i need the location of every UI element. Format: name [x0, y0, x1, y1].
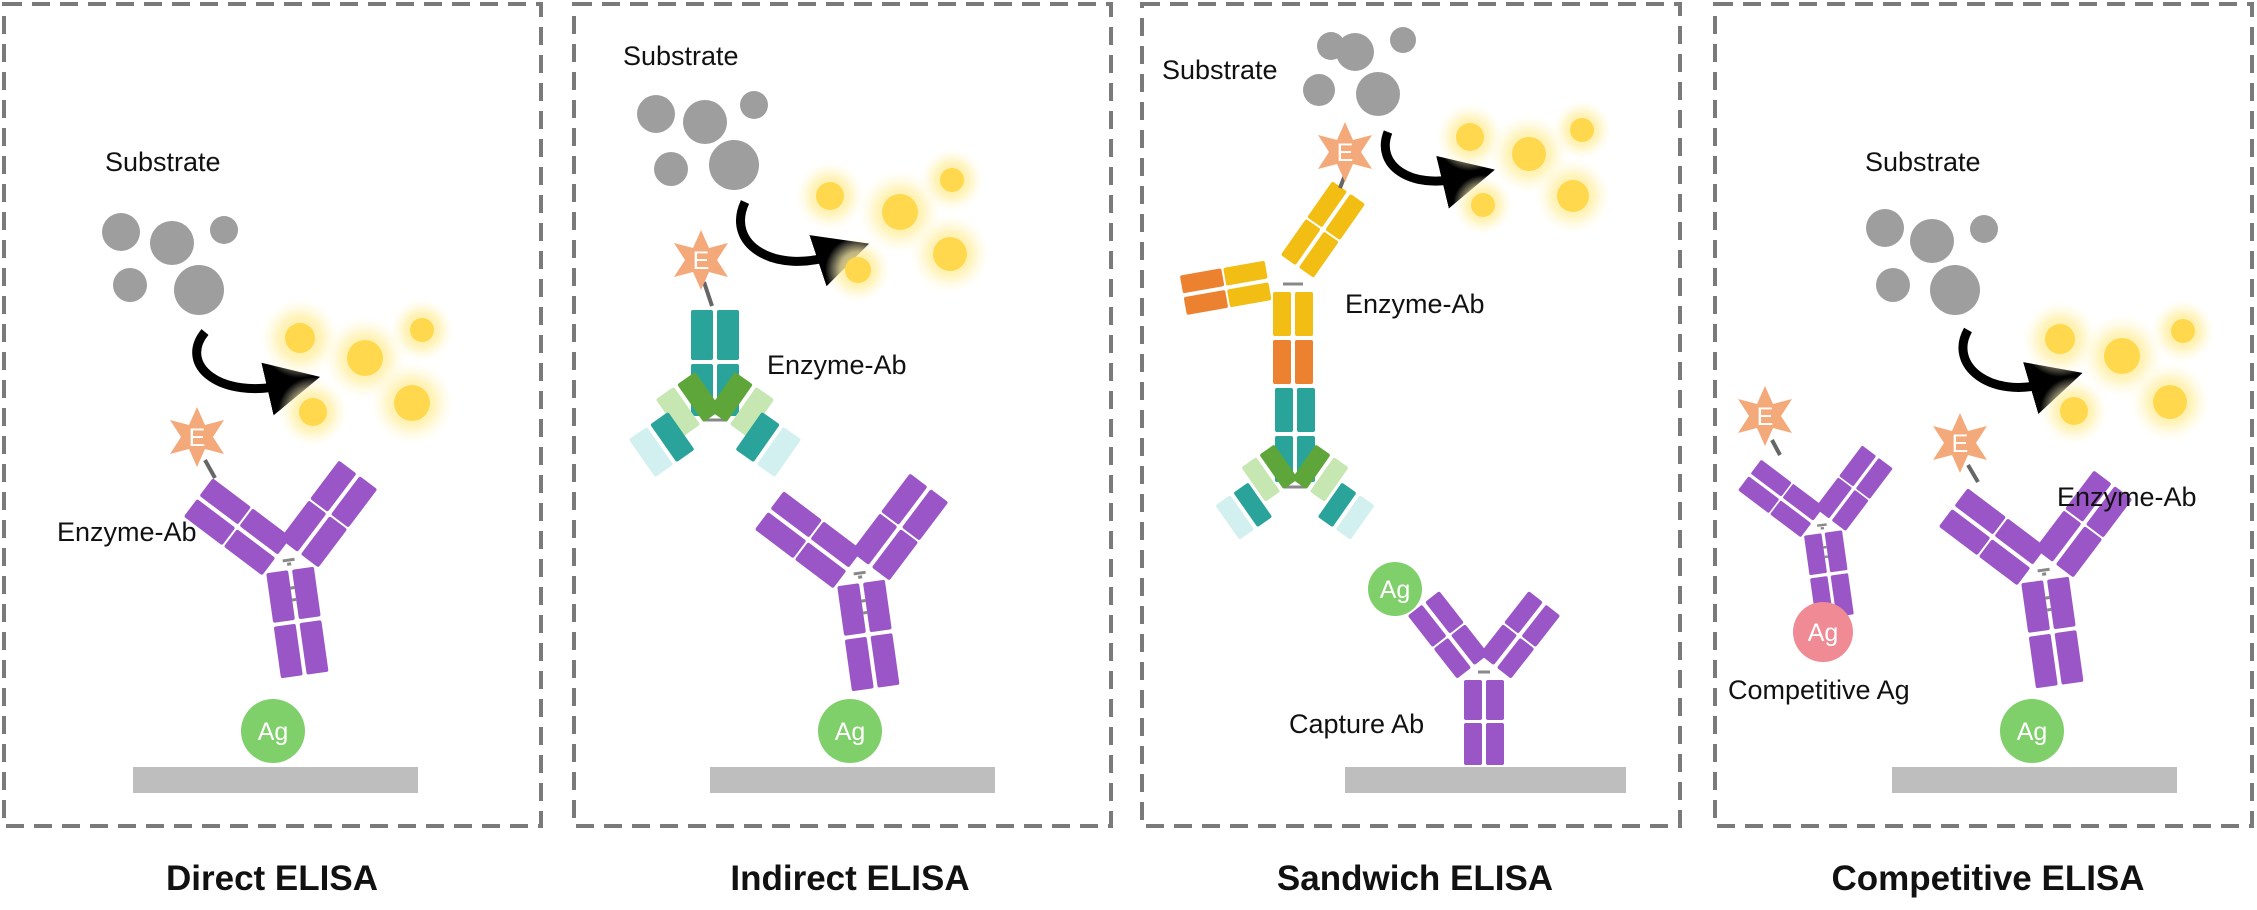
antigen [2000, 699, 2064, 763]
panel-border-direct [2, 2, 543, 828]
competitive-antigen-letter: Ag [1808, 619, 1839, 647]
plate-surface [1892, 767, 2177, 793]
caption-indirect: Indirect ELISA [730, 859, 969, 898]
enzyme-letter: E [693, 247, 710, 275]
caption-competitive: Competitive ELISA [1831, 859, 2144, 898]
substrate-particles [1866, 209, 1998, 315]
enzyme-ab-label: Enzyme-Ab [57, 517, 197, 547]
primary-antibody [748, 467, 974, 704]
enzyme-letter: E [1952, 430, 1969, 458]
substrate-label: Substrate [105, 147, 221, 177]
substrate-label: Substrate [1162, 55, 1278, 85]
panel-border-competitive [1713, 2, 2254, 828]
antigen-letter: Ag [2017, 718, 2048, 746]
antigen [1368, 562, 1422, 616]
enzyme-ab-label: Enzyme-Ab [2057, 482, 2197, 512]
substrate-particles [637, 91, 768, 190]
plate-surface [1345, 767, 1626, 793]
panel-indirect: Ag [623, 41, 995, 793]
reaction-arrow [1380, 130, 1496, 209]
panel-border-indirect [572, 2, 1113, 828]
antigen-letter: Ag [258, 718, 289, 746]
competitive-ag-label: Competitive Ag [1728, 675, 1910, 705]
capture-ab-label: Capture Ab [1289, 709, 1424, 739]
product-glow [260, 298, 454, 447]
reaction-arrow [1958, 327, 2083, 414]
antigen [241, 699, 305, 763]
enzyme-ab-label: Enzyme-Ab [767, 350, 907, 380]
enzyme-antibody [177, 454, 403, 691]
plate-surface [133, 767, 418, 793]
competitive-antigen [1793, 602, 1853, 662]
caption-sandwich: Sandwich ELISA [1277, 859, 1553, 898]
plate-surface [710, 767, 995, 793]
product-glow [795, 148, 990, 303]
substrate-particles [102, 213, 238, 315]
caption-direct: Direct ELISA [166, 859, 378, 898]
product-glow [1436, 100, 1612, 235]
reaction-arrow [736, 200, 870, 287]
antigen [818, 699, 882, 763]
detection-antibody [1216, 388, 1374, 540]
capture-antibody [1408, 591, 1560, 765]
enzyme-letter: E [1337, 139, 1354, 167]
competitive-antibody [1733, 440, 1914, 630]
substrate-label: Substrate [1865, 147, 1981, 177]
panel-direct: Ag E Substrate Enzyme-Ab [57, 147, 454, 793]
product-glow [2022, 299, 2215, 445]
enzyme-antibody [1180, 181, 1365, 384]
antigen-letter: Ag [835, 718, 866, 746]
enzyme-letter-2: E [1757, 403, 1774, 431]
enzyme-letter: E [189, 424, 206, 452]
reaction-arrow [192, 329, 321, 416]
panel-sandwich: Ag [1162, 27, 1626, 793]
panel-competitive: Ag E E Ag Competitive Ag Substrate [1728, 147, 2215, 793]
secondary-enzyme-antibody [629, 310, 801, 477]
substrate-particles [1303, 27, 1416, 116]
antigen-letter: Ag [1380, 576, 1411, 604]
enzyme-ab-label: Enzyme-Ab [1345, 289, 1485, 319]
substrate-label: Substrate [623, 41, 739, 71]
panel-border-sandwich [1140, 2, 1682, 828]
